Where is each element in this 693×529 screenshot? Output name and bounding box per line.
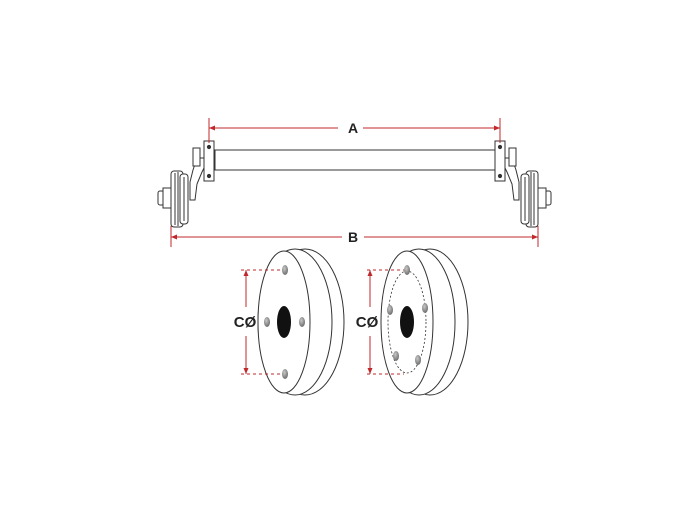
left-arm-plate — [192, 147, 201, 167]
stud — [393, 351, 399, 361]
left-bracket-bolt-top — [206, 144, 212, 150]
dimension-a — [208, 118, 501, 143]
center-bore — [400, 306, 414, 338]
axle-assembly — [157, 140, 552, 228]
stud — [282, 265, 288, 275]
dimension-c-right-label: CØ — [356, 314, 379, 331]
stud — [422, 303, 428, 313]
left-hub-side — [157, 170, 189, 228]
stud — [387, 305, 393, 315]
dimension-c-right — [367, 269, 404, 375]
stud — [404, 265, 410, 275]
axle-beam — [214, 149, 496, 171]
dimension-b — [170, 226, 539, 247]
dimension-b-label: B — [348, 229, 358, 245]
dimension-c-left — [241, 269, 282, 375]
right-arm-plate — [508, 147, 517, 167]
center-bore — [277, 306, 291, 338]
left-bracket-bolt-bottom — [206, 173, 212, 179]
right-hub-side — [520, 170, 552, 228]
dimension-c-left-label: CØ — [234, 314, 257, 331]
four-stud-hub — [257, 248, 345, 396]
right-bracket-bolt-top — [497, 144, 503, 150]
stud — [264, 317, 270, 327]
stud — [415, 355, 421, 365]
stud — [282, 369, 288, 379]
five-stud-hub — [380, 248, 469, 396]
right-bracket-bolt-bottom — [497, 173, 503, 179]
stud — [299, 317, 305, 327]
dimension-a-label: A — [348, 120, 358, 136]
